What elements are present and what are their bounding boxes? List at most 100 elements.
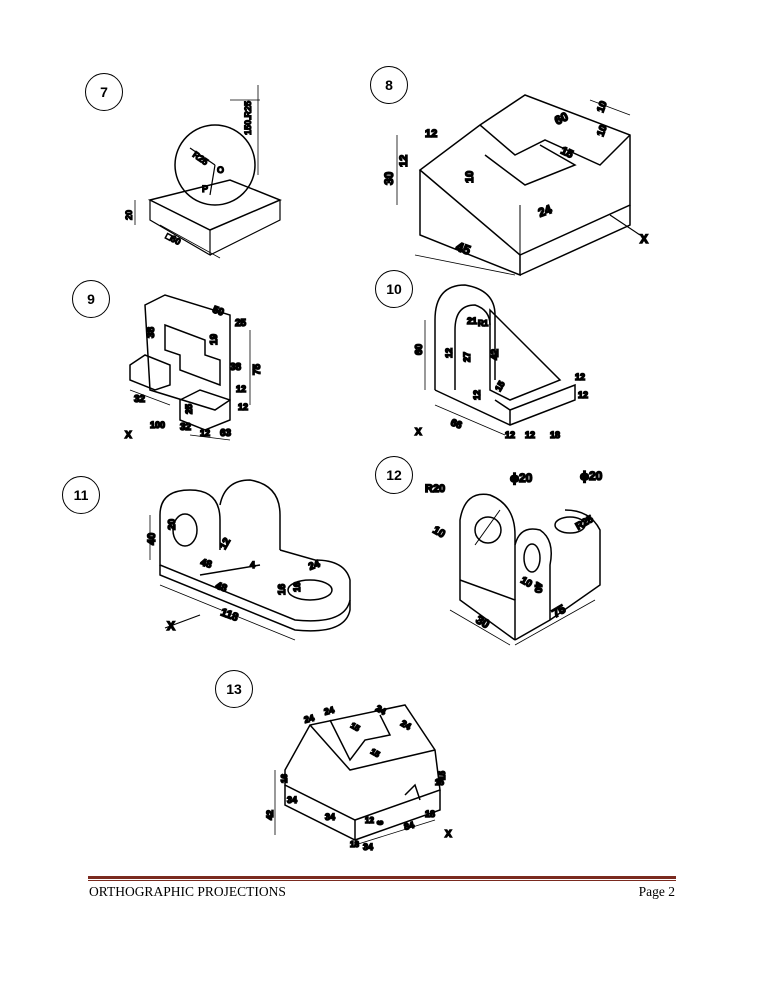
fig13-label-b: 24	[323, 705, 335, 717]
fig11-label-x: X	[167, 619, 175, 633]
fig12-label-c: 40	[532, 582, 543, 594]
figure-7-drawing: R25 150.R25 O P 20 □60	[123, 85, 282, 259]
fig10-label-l: 12	[575, 372, 585, 382]
fig9-label-k: 32	[180, 422, 192, 433]
fig13-label-k: 42	[265, 810, 275, 820]
fig13-label-g: 15	[435, 778, 444, 787]
figure-number-7: 7	[85, 73, 123, 111]
fig8-label-d: 10	[464, 171, 476, 183]
fig8-label-c: 30	[382, 171, 396, 185]
fig7-label-o: O	[217, 165, 224, 175]
fig11-label-e: 4	[250, 560, 255, 570]
fig11-label-d: 48	[199, 557, 213, 571]
figure-number-8: 8	[370, 66, 408, 104]
fig11-label-a: 20	[167, 518, 178, 530]
fig9-label-l: 12	[200, 428, 210, 438]
fig9-label-g: 12	[236, 384, 246, 394]
fig8-label-h: 15	[559, 145, 575, 161]
fig8-label-x: X	[640, 232, 648, 246]
fig12-label-phi2: ϕ20	[580, 469, 603, 483]
fig7-label-p: P	[202, 184, 208, 194]
fig13-label-a: 24	[303, 713, 315, 725]
fig13-label-c: 24	[374, 703, 388, 717]
figure-8-drawing: 12 12 30 10 60 10 10 15 24 45 X	[381, 94, 649, 277]
fig10-label-k: 12	[525, 430, 535, 440]
fig13-label-i: 34	[287, 795, 297, 805]
fig10-label-g: 15	[493, 379, 507, 393]
fig12-label-r20: R20	[425, 483, 445, 495]
fig13-label-j: 34	[325, 812, 335, 822]
fig12-label-phi1: ϕ20	[510, 471, 533, 485]
fig9-label-m: 63	[220, 428, 232, 439]
fig10-label-m: 12	[578, 390, 588, 400]
fig13-label-e: 15	[349, 721, 362, 734]
fig8-label-f: 10	[595, 99, 609, 114]
figure-number-13: 13	[215, 670, 253, 708]
fig9-label-j: 12	[238, 402, 248, 412]
figure-12-drawing: R20 ϕ20 ϕ20 R25 10 10 40 30 75	[424, 468, 603, 646]
fig10-label-n: 18	[550, 430, 560, 440]
fig7-label-d: □60	[164, 231, 182, 247]
fig9-label-x: X	[125, 430, 132, 441]
fig13-label-m: 34	[363, 842, 373, 852]
fig9-label-e: 38	[230, 362, 242, 373]
figure-number-11: 11	[62, 476, 100, 514]
fig7-label-h: 20	[124, 210, 134, 220]
figure-11-drawing: 20 40 12 48 4 48 16 16 24 118 X	[145, 479, 351, 641]
fig12-label-d: 30	[474, 612, 493, 631]
fig13-label-h: 16	[280, 774, 289, 783]
fig10-label-j: 12	[505, 430, 515, 440]
fig11-label-g: 16	[277, 583, 288, 595]
fig9-label-a: 50	[211, 304, 226, 318]
fig11-label-h: 16	[292, 582, 302, 592]
fig13-label-q: 18	[425, 809, 435, 819]
fig10-label-f: 42	[490, 348, 501, 360]
fig10-label-x: X	[415, 427, 422, 438]
fig9-label-b: 25	[235, 318, 247, 329]
fig8-label-b: 12	[398, 155, 410, 167]
figure-number-9: 9	[72, 280, 110, 318]
footer-rule	[88, 876, 676, 879]
fig13-label-x: X	[445, 829, 452, 840]
fig11-label-i: 24	[307, 559, 322, 573]
fig9-label-c: 38	[146, 326, 157, 338]
fig7-label-sor: 150.R25	[243, 101, 253, 135]
footer-page-number: Page 2	[638, 884, 675, 899]
fig10-label-e: 27	[462, 352, 472, 362]
fig13-label-f: 15	[369, 747, 382, 760]
fig9-label-f: 75	[252, 363, 263, 375]
figure-10-drawing: 21 R1 60 12 27 42 15 12 66 12 12 12 12 1…	[413, 284, 589, 441]
fig12-label-b: 10	[519, 575, 535, 590]
fig11-label-f: 48	[214, 580, 229, 594]
fig13-label-l: 18	[350, 840, 359, 849]
fig8-label-j: 45	[454, 239, 473, 258]
figure-9-drawing: 50 25 38 19 38 75 12 32 25 12 32 12 63 1…	[124, 294, 264, 442]
figure-number-12: 12	[375, 456, 413, 494]
fig13-label-d: 24	[399, 718, 413, 732]
fig13-label-r: 15	[438, 771, 447, 780]
fig9-label-h: 32	[134, 394, 146, 405]
figure-13-drawing: 24 24 24 24 15 15 15 16 34 34 42 18 34 1…	[264, 702, 453, 852]
fig8-label-i: 24	[536, 202, 554, 220]
fig13-label-o: 6	[376, 820, 385, 825]
fig13-label-p: 84	[403, 820, 415, 832]
fig10-label-d: 12	[444, 348, 454, 358]
fig9-label-d: 19	[209, 333, 220, 345]
fig13-label-n: 12	[365, 816, 374, 825]
fig10-label-a: 21	[467, 316, 477, 326]
fig12-label-r25: R25	[574, 514, 596, 533]
fig7-label-r25: R25	[191, 149, 210, 167]
fig12-label-a: 10	[431, 524, 448, 541]
fig11-label-b: 40	[146, 533, 158, 545]
fig10-label-h: 12	[472, 390, 482, 400]
fig10-label-b: R1	[478, 319, 489, 328]
fig10-label-i: 66	[449, 417, 464, 431]
fig8-label-g: 10	[595, 123, 609, 138]
fig9-label-n: 100	[150, 420, 165, 430]
footer-title: ORTHOGRAPHIC PROJECTIONS	[89, 884, 286, 899]
figure-number-10: 10	[375, 270, 413, 308]
fig10-label-c: 60	[414, 343, 425, 355]
footer-rule-thin	[88, 880, 676, 881]
fig11-label-j: 118	[219, 607, 240, 624]
fig9-label-i: 25	[184, 404, 194, 414]
